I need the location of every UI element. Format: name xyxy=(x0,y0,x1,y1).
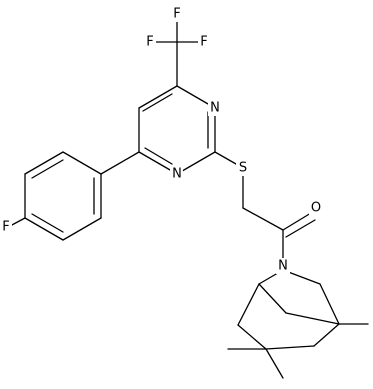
label-background xyxy=(198,34,210,50)
bond xyxy=(313,323,340,347)
bond xyxy=(31,213,64,233)
atom-f-top-right: F xyxy=(198,34,210,50)
bond xyxy=(258,283,287,314)
label-background xyxy=(309,200,323,216)
atom-label: N xyxy=(278,259,288,274)
bond xyxy=(9,217,26,227)
atom-label: N xyxy=(210,101,220,116)
bond xyxy=(282,212,312,231)
atom-f-aryl: F xyxy=(0,219,12,235)
atom-label: F xyxy=(2,220,9,235)
atom-n-amide: N xyxy=(276,258,290,274)
bond xyxy=(24,151,64,175)
atom-label: F xyxy=(146,35,153,50)
bond xyxy=(24,217,64,241)
label-background xyxy=(144,34,156,50)
bond xyxy=(176,151,216,175)
bond xyxy=(138,85,178,109)
bond xyxy=(265,345,315,350)
label-background xyxy=(171,6,183,22)
bond xyxy=(100,151,140,175)
bond xyxy=(31,159,64,179)
atom-o-carbonyl: O xyxy=(309,200,323,216)
bond xyxy=(237,283,260,326)
atom-label: F xyxy=(200,35,207,50)
atom-label: S xyxy=(239,161,247,176)
label-background xyxy=(208,100,221,116)
bond xyxy=(285,219,316,238)
label-background xyxy=(0,219,12,235)
bond xyxy=(319,283,340,325)
atom-label: N xyxy=(172,167,182,182)
bond xyxy=(242,207,284,231)
label-background xyxy=(170,166,183,182)
atom-label: F xyxy=(173,7,180,22)
bond xyxy=(237,324,267,350)
bond xyxy=(62,151,102,175)
bond-layer xyxy=(9,17,369,379)
label-background xyxy=(276,258,290,274)
atom-s-thioether: S xyxy=(236,160,249,176)
bond xyxy=(265,348,284,379)
atom-label: O xyxy=(311,201,321,216)
atom-f-top-left: F xyxy=(144,34,156,50)
atom-n-ring-upper: N xyxy=(208,100,221,116)
label-background xyxy=(236,160,249,176)
atom-f-top-mid: F xyxy=(171,6,183,22)
bond xyxy=(144,147,173,165)
atom-label-layer: F F F N N S O N xyxy=(0,6,323,274)
bond xyxy=(62,217,102,241)
bond xyxy=(142,93,173,112)
bond xyxy=(285,312,340,325)
atom-n-ring-lower: N xyxy=(170,166,183,182)
